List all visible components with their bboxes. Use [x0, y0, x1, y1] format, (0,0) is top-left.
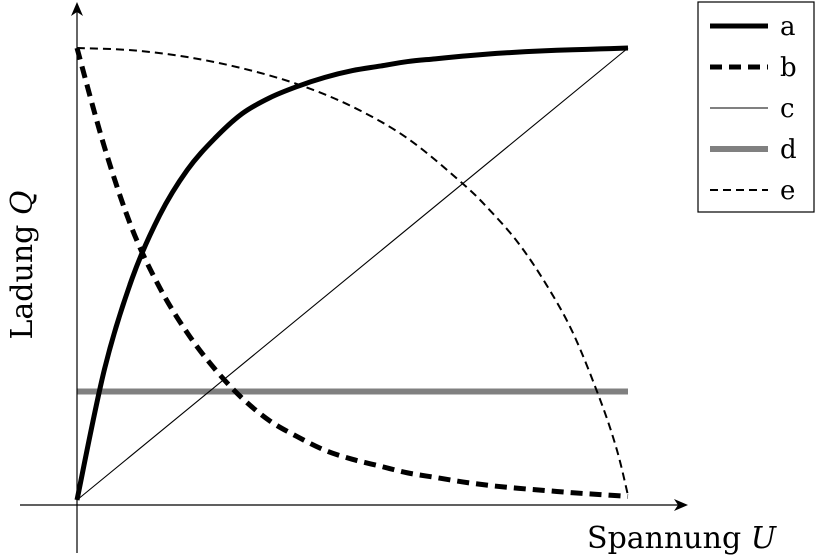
- legend-item-b: b: [710, 53, 797, 83]
- legend-item-d: d: [710, 135, 797, 165]
- x-axis-arrow: [674, 499, 688, 511]
- legend-item-e: e: [710, 176, 795, 206]
- legend-item-a: a: [710, 12, 796, 42]
- legend-box: [697, 1, 815, 213]
- legend-label-c: c: [780, 94, 795, 124]
- y-axis-label: Ladung Q: [5, 190, 40, 339]
- series-a-line: [74, 45, 629, 501]
- series-e-line: [76, 47, 629, 496]
- legend-label-e: e: [780, 176, 795, 206]
- series-c-line: [76, 47, 629, 501]
- legend-label-b: b: [780, 53, 797, 83]
- axes: [20, 2, 688, 553]
- legend-label-d: d: [780, 135, 797, 165]
- x-axis-label: Spannung U: [587, 521, 778, 556]
- y-axis-arrow: [71, 2, 83, 16]
- series-b-line: [74, 47, 629, 499]
- legend-item-c: c: [710, 94, 795, 124]
- legend-label-a: a: [780, 12, 796, 42]
- plot-area: [74, 45, 629, 501]
